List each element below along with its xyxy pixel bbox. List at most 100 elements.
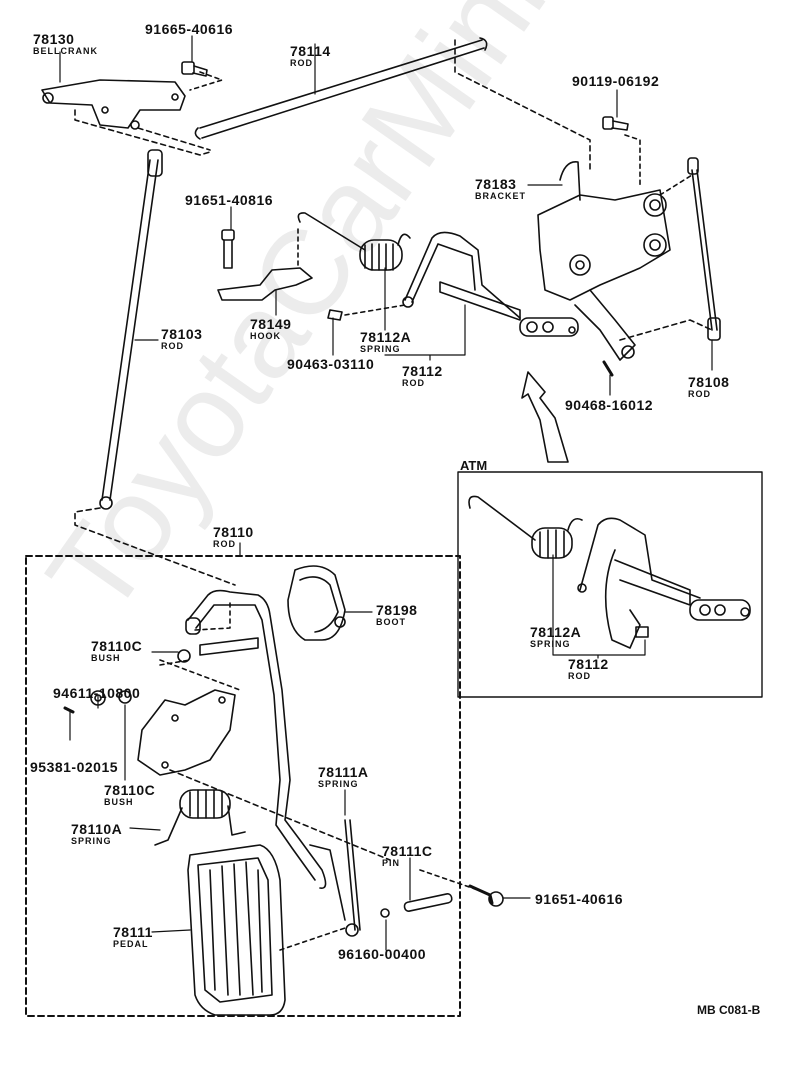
part-number: 78149	[250, 316, 292, 332]
part-number: 78111	[113, 924, 153, 940]
part-label-90463-03110[interactable]: 90463-03110	[287, 357, 374, 371]
atm-assembly-drawing	[468, 495, 751, 649]
part-number: 91651-40816	[185, 192, 274, 208]
clip-ring-drawing	[380, 908, 390, 918]
part-number: 78110C	[91, 638, 143, 654]
rod-78108-drawing	[687, 157, 721, 341]
arrow-icon	[521, 371, 569, 463]
part-number: 90119-06192	[572, 73, 660, 89]
bolt-drawing	[181, 61, 208, 77]
atm-box	[457, 471, 763, 698]
part-name: SPRING	[318, 779, 359, 789]
rod-78103-drawing	[99, 149, 163, 510]
part-number: 78103	[161, 326, 203, 342]
part-number: 78112	[402, 363, 443, 379]
part-number: 78114	[290, 43, 331, 59]
part-name: BOOT	[376, 617, 406, 627]
part-label-90468-16012[interactable]: 90468-16012	[565, 398, 653, 412]
part-name: ROD	[161, 341, 184, 351]
part-number: 78112A	[360, 329, 412, 345]
part-name: ROD	[213, 539, 236, 549]
part-number: 78111C	[382, 843, 433, 859]
bush-drawing	[177, 649, 191, 663]
part-name: BUSH	[104, 797, 134, 807]
part-name: ROD	[402, 378, 425, 388]
hook-drawing	[217, 267, 313, 301]
part-number: 78112A	[530, 624, 582, 640]
boot-drawing	[287, 565, 346, 641]
part-name: SPRING	[360, 344, 401, 354]
atm-box-title: ATM	[460, 458, 488, 473]
part-number: 95381-02015	[30, 759, 119, 775]
bellcrank-drawing	[41, 79, 186, 130]
leader-lines	[59, 35, 713, 951]
part-number: 78110C	[104, 782, 156, 798]
clip-drawing	[327, 309, 343, 321]
part-name: ROD	[568, 671, 591, 681]
part-label-90119-06192[interactable]: 90119-06192	[572, 74, 659, 88]
part-number: 78112	[568, 656, 609, 672]
part-number: 91665-40616	[145, 21, 234, 37]
part-number: 78110	[213, 524, 254, 540]
bolt-91651-drawing	[488, 891, 504, 907]
part-number: 78198	[376, 602, 418, 618]
part-number: 90468-16012	[565, 397, 654, 413]
part-number: 94611-10800	[53, 685, 141, 701]
dashed-guide	[74, 109, 211, 156]
rod-78114-drawing	[194, 37, 488, 140]
part-number: 78108	[688, 374, 730, 390]
part-label-95381-02015[interactable]: 95381-02015	[30, 760, 118, 774]
part-number: 90463-03110	[287, 356, 375, 372]
pedal-arm-drawing	[185, 589, 327, 889]
spring-drawing	[297, 212, 411, 271]
pedal-drawing	[187, 844, 286, 1016]
diagram-code: MB C081-B	[697, 1003, 761, 1017]
part-label-96160-00400[interactable]: 96160-00400	[338, 947, 426, 961]
part-number: 78111A	[318, 764, 369, 780]
part-name: BELLCRANK	[33, 46, 98, 56]
part-name: PIN	[382, 858, 401, 868]
part-number: 78110A	[71, 821, 123, 837]
part-label-91651-40616[interactable]: 91651-40616	[535, 892, 623, 906]
part-name: SPRING	[530, 639, 571, 649]
pedal-bracket-drawing	[137, 689, 236, 776]
pedal-spring-drawing	[154, 789, 246, 846]
pedal-assembly-box	[25, 555, 461, 1017]
part-label-94611-10800[interactable]: 94611-10800	[53, 686, 140, 700]
part-number: 96160-00400	[338, 946, 427, 962]
part-number: 91651-40616	[535, 891, 624, 907]
part-name: ROD	[688, 389, 711, 399]
part-name: BRACKET	[475, 191, 526, 201]
part-number: 78130	[33, 31, 75, 47]
return-spring-drawing	[309, 819, 361, 931]
part-name: ROD	[290, 58, 313, 68]
part-name: PEDAL	[113, 939, 149, 949]
part-name: BUSH	[91, 653, 121, 663]
part-number: 78183	[475, 176, 517, 192]
part-name: SPRING	[71, 836, 112, 846]
part-name: HOOK	[250, 331, 281, 341]
part-label-91665-40616[interactable]: 91665-40616	[145, 22, 233, 36]
bracket-drawing	[537, 161, 671, 361]
pin-drawing	[403, 893, 453, 912]
part-label-91651-40816[interactable]: 91651-40816	[185, 193, 273, 207]
